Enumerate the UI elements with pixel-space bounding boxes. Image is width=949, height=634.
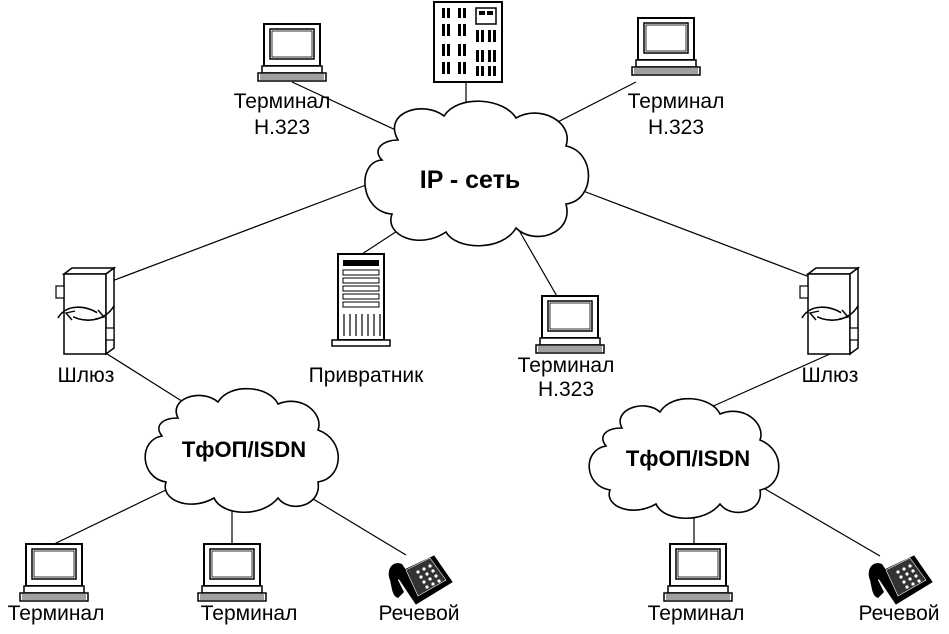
terminal-h323-center-label-line1: Терминал	[518, 354, 615, 377]
terminal-bottom-right-icon	[663, 543, 733, 602]
terminal-bottom-2-label: Терминал	[201, 602, 298, 625]
gateway-right-icon	[799, 267, 859, 355]
terminal-h323-top-right-icon	[631, 17, 701, 76]
terminal-h323-top-right-label-line2: H.323	[648, 116, 704, 139]
speech-right-label: Речевой	[858, 602, 939, 625]
terminal-h323-center-icon	[535, 295, 605, 354]
terminal-bottom-2-icon	[197, 543, 267, 602]
ip-network-label: IP - сеть	[420, 166, 520, 194]
terminal-bottom-1-label: Терминал	[8, 602, 105, 625]
ip-network-cloud: IP - сеть	[364, 100, 590, 247]
terminal-h323-top-left-label-line1: Терминал	[234, 90, 331, 113]
terminal-h323-top-left-label-line2: H.323	[254, 116, 310, 139]
terminal-bottom-right-label: Терминал	[648, 602, 745, 625]
gateway-left-icon	[55, 267, 115, 355]
telephone-left-icon	[388, 555, 453, 605]
speech-left-label: Речевой	[378, 602, 459, 625]
gatekeeper-label: Привратник	[309, 364, 425, 387]
gateway-left-label: Шлюз	[58, 364, 115, 387]
mcu-server-icon	[433, 1, 503, 83]
terminal-h323-top-left-icon	[257, 23, 327, 82]
pstn-cloud-left: ТфОП/ISDN	[144, 387, 340, 514]
pstn-right-label: ТфОП/ISDN	[626, 446, 750, 471]
terminal-h323-top-right-label-line1: Терминал	[628, 90, 725, 113]
pstn-cloud-right: ТфОП/ISDN	[588, 397, 780, 520]
gateway-right-label: Шлюз	[802, 364, 859, 387]
telephone-right-icon	[868, 555, 933, 605]
pstn-left-label: ТфОП/ISDN	[182, 437, 306, 462]
gatekeeper-server-icon	[331, 253, 391, 347]
terminal-h323-center-label-line2: H.323	[538, 378, 594, 401]
terminal-bottom-1-icon	[19, 543, 89, 602]
